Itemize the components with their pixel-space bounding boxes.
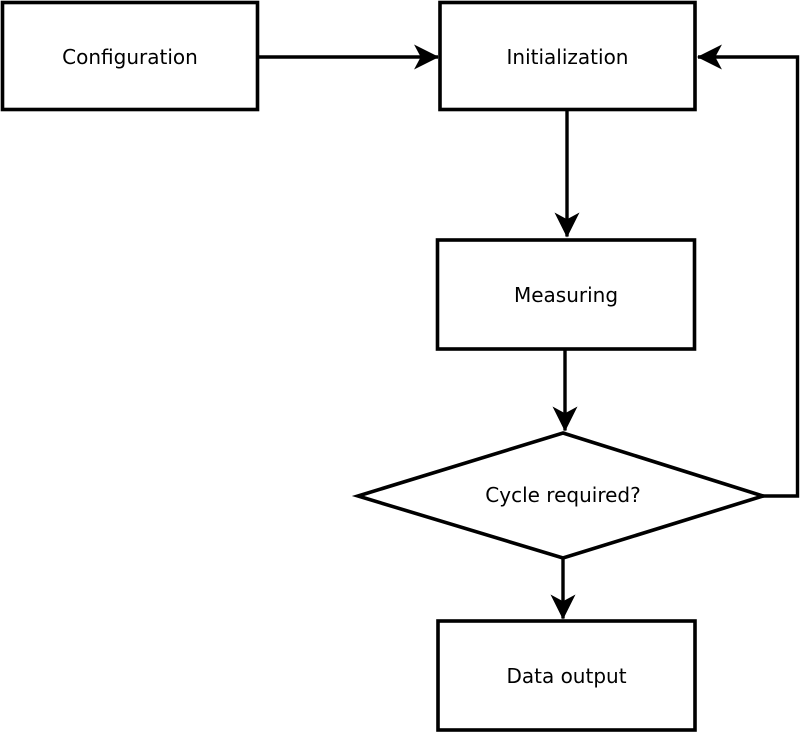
node-initialization: Initialization bbox=[438, 0, 697, 112]
data-output-box bbox=[436, 619, 697, 732]
edge-layer bbox=[257, 44, 800, 620]
node-cycle-required: Cycle required? bbox=[351, 431, 770, 560]
initialization-box bbox=[438, 0, 697, 112]
cycle-required-label: Cycle required? bbox=[485, 483, 640, 507]
node-data-output: Data output bbox=[436, 619, 697, 732]
node-measuring: Measuring bbox=[435, 238, 697, 351]
measuring-label: Measuring bbox=[514, 283, 618, 307]
data-output-label: Data output bbox=[506, 664, 626, 688]
configuration-box bbox=[0, 0, 260, 112]
node-configuration: Configuration bbox=[0, 0, 260, 112]
initialization-label: Initialization bbox=[507, 45, 629, 69]
cycle-required-diamond bbox=[351, 431, 770, 560]
edge-cycle-required-to-initialization-feedback bbox=[696, 44, 800, 498]
measuring-box bbox=[435, 238, 697, 351]
configuration-label: Configuration bbox=[62, 45, 198, 69]
